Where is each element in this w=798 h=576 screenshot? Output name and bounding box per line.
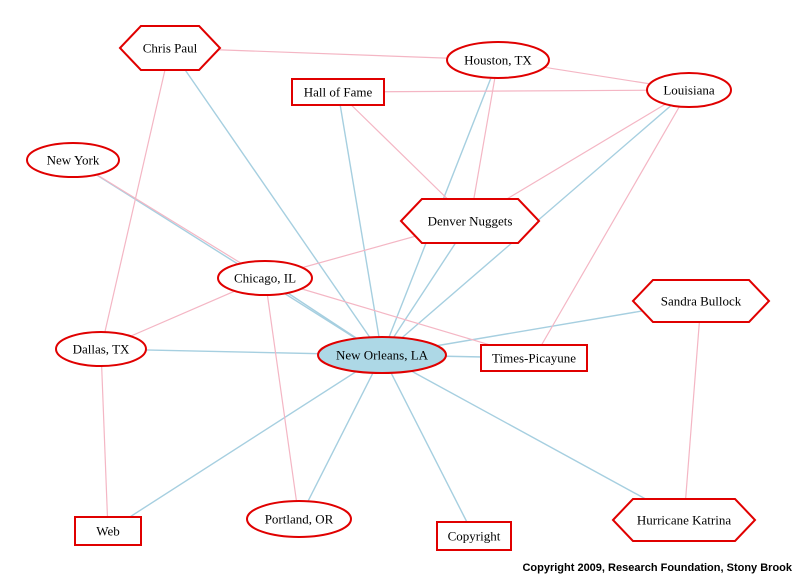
copyright-notice: Copyright 2009, Research Foundation, Sto… (522, 562, 792, 574)
node-times-picayune[interactable]: Times-Picayune (480, 344, 588, 372)
edge-new-orleans-hall-of-fame (337, 91, 383, 356)
node-label-chicago: Chicago, IL (234, 271, 296, 286)
edge-chris-paul-houston (169, 47, 499, 61)
node-copyright-node[interactable]: Copyright (436, 521, 512, 551)
edge-new-orleans-portland (298, 354, 383, 520)
node-label-louisiana: Louisiana (663, 83, 714, 98)
node-label-portland: Portland, OR (265, 512, 334, 527)
edge-new-orleans-web (107, 354, 383, 532)
node-dallas[interactable]: Dallas, TX (55, 331, 147, 367)
node-shape-louisiana (646, 72, 732, 108)
edge-new-orleans-copyright-node (381, 354, 475, 537)
node-denver-nuggets[interactable]: Denver Nuggets (399, 198, 541, 244)
node-label-houston: Houston, TX (464, 53, 532, 68)
node-shape-web (74, 516, 142, 546)
node-portland[interactable]: Portland, OR (246, 500, 352, 538)
node-label-web: Web (96, 524, 120, 539)
node-shape-hurricane-katrina (611, 498, 757, 542)
edge-new-york-chicago (72, 159, 266, 279)
node-shape-dallas (55, 331, 147, 367)
node-label-new-orleans: New Orleans, LA (336, 348, 429, 363)
node-chris-paul[interactable]: Chris Paul (118, 25, 222, 71)
node-shape-times-picayune (480, 344, 588, 372)
node-louisiana[interactable]: Louisiana (646, 72, 732, 108)
node-sandra-bullock[interactable]: Sandra Bullock (631, 279, 771, 323)
node-label-hall-of-fame: Hall of Fame (304, 85, 373, 100)
node-hurricane-katrina[interactable]: Hurricane Katrina (611, 498, 757, 542)
node-shape-chris-paul (118, 25, 222, 71)
edge-dallas-web (100, 348, 109, 532)
node-shape-new-york (26, 142, 120, 178)
node-hall-of-fame[interactable]: Hall of Fame (291, 78, 385, 106)
edge-new-orleans-hurricane-katrina (381, 354, 685, 521)
edge-new-orleans-chris-paul (169, 47, 383, 356)
node-shape-portland (246, 500, 352, 538)
edge-sandra-bullock-hurricane-katrina (683, 300, 702, 521)
node-label-denver-nuggets: Denver Nuggets (428, 214, 513, 229)
edge-chicago-portland (264, 277, 300, 520)
node-label-new-york: New York (47, 153, 100, 168)
node-new-orleans[interactable]: New Orleans, LA (317, 336, 447, 374)
node-label-hurricane-katrina: Hurricane Katrina (637, 513, 731, 528)
node-label-times-picayune: Times-Picayune (492, 351, 576, 366)
node-chicago[interactable]: Chicago, IL (217, 260, 313, 296)
node-shape-denver-nuggets (399, 198, 541, 244)
node-shape-houston (446, 41, 550, 79)
node-shape-sandra-bullock (631, 279, 771, 323)
node-shape-chicago (217, 260, 313, 296)
edge-hall-of-fame-louisiana (337, 89, 690, 93)
node-label-copyright-node: Copyright (448, 529, 501, 544)
edge-new-orleans-new-york (72, 159, 383, 356)
node-houston[interactable]: Houston, TX (446, 41, 550, 79)
node-shape-hall-of-fame (291, 78, 385, 106)
edge-houston-denver-nuggets (469, 59, 499, 222)
node-shape-new-orleans (317, 336, 447, 374)
node-new-york[interactable]: New York (26, 142, 120, 178)
edges-layer (72, 47, 702, 537)
node-label-sandra-bullock: Sandra Bullock (661, 294, 742, 309)
node-label-dallas: Dallas, TX (73, 342, 130, 357)
edge-louisiana-times-picayune (533, 89, 690, 359)
node-shape-copyright-node (436, 521, 512, 551)
node-label-chris-paul: Chris Paul (143, 41, 198, 56)
node-web[interactable]: Web (74, 516, 142, 546)
